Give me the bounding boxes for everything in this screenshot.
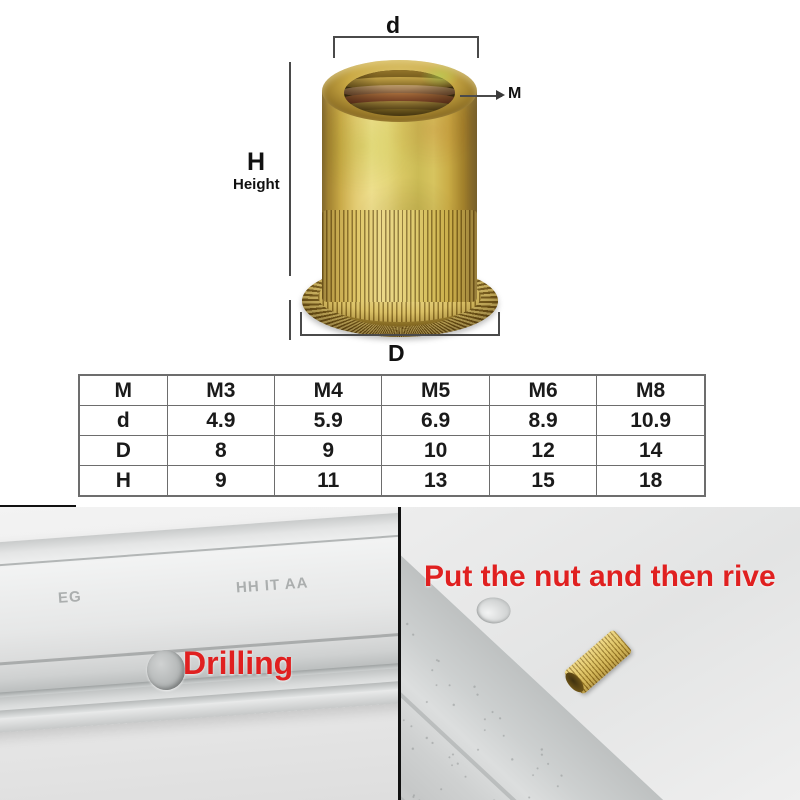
table-cell: 13 — [381, 465, 490, 497]
table-cell: M8 — [596, 374, 707, 406]
photo-strip: EG HH IT AA — [0, 507, 800, 800]
dimension-label-D: D — [388, 340, 405, 366]
table-cell: 10 — [381, 435, 490, 466]
aluminium-bar — [0, 508, 398, 735]
bracket-d-top — [333, 36, 479, 38]
table-cell: M5 — [381, 374, 490, 406]
dimension-diagram: d H Height D M — [0, 0, 800, 370]
height-guide-line — [289, 62, 291, 276]
bracket-D-bottom — [300, 334, 500, 336]
table-cell: 18 — [596, 465, 707, 497]
iridescence-highlight — [420, 64, 460, 88]
inserted-rivet-nut — [563, 629, 633, 695]
table-cell: 15 — [488, 465, 598, 497]
dimension-label-height: Height — [233, 176, 280, 193]
caption-riveting: Put the nut and then rive — [424, 560, 776, 593]
dimension-label-d: d — [386, 12, 401, 38]
caption-drilling: Drilling — [183, 645, 294, 681]
dimension-label-h: H — [247, 148, 266, 176]
table-cell: M3 — [166, 374, 276, 406]
callout-line-m — [460, 95, 502, 97]
bracket-d-left-tick — [333, 36, 335, 58]
channel-hole — [475, 596, 512, 625]
dimension-label-m: M — [508, 85, 522, 102]
bar-stamp-left: EG — [57, 588, 83, 607]
table-cell: 8 — [166, 435, 276, 466]
table-cell: M4 — [274, 374, 383, 406]
table-row: H 9 11 13 15 18 — [77, 465, 707, 497]
bracket-D-left-tick — [300, 312, 302, 336]
table-cell: 12 — [488, 435, 598, 466]
bracket-D-right-tick — [498, 312, 500, 336]
rivet-nut-illustration — [300, 50, 500, 337]
table-cell: 11 — [274, 465, 383, 497]
table-row: D 8 9 10 12 14 — [77, 435, 707, 466]
table-cell: 14 — [596, 435, 707, 466]
table-cell: 8.9 — [488, 405, 598, 436]
table-cell: 5.9 — [274, 405, 383, 436]
row-header: D — [77, 435, 168, 466]
specification-table: M M3 M4 M5 M6 M8 d 4.9 5.9 6.9 8.9 10.9 … — [77, 374, 707, 497]
table-cell: 9 — [274, 435, 383, 466]
table-cell: 6.9 — [381, 405, 490, 436]
row-header: H — [77, 465, 168, 497]
table-cell: 4.9 — [166, 405, 276, 436]
photo-riveting-step — [400, 507, 800, 800]
photo-divider — [398, 507, 401, 800]
height-guide-line-lower — [289, 300, 291, 340]
table-cell: M6 — [488, 374, 598, 406]
arrow-head-icon — [496, 90, 505, 100]
table-row: d 4.9 5.9 6.9 8.9 10.9 — [77, 405, 707, 436]
table-row: M M3 M4 M5 M6 M8 — [77, 374, 707, 406]
row-header: d — [77, 405, 168, 436]
table-cell: 9 — [166, 465, 276, 497]
bracket-d-right-tick — [477, 36, 479, 58]
table-cell: 10.9 — [596, 405, 707, 436]
nut-knurl-ribs — [322, 210, 477, 302]
photo-drilling-step: EG HH IT AA — [0, 507, 398, 800]
row-header: M — [77, 374, 168, 406]
